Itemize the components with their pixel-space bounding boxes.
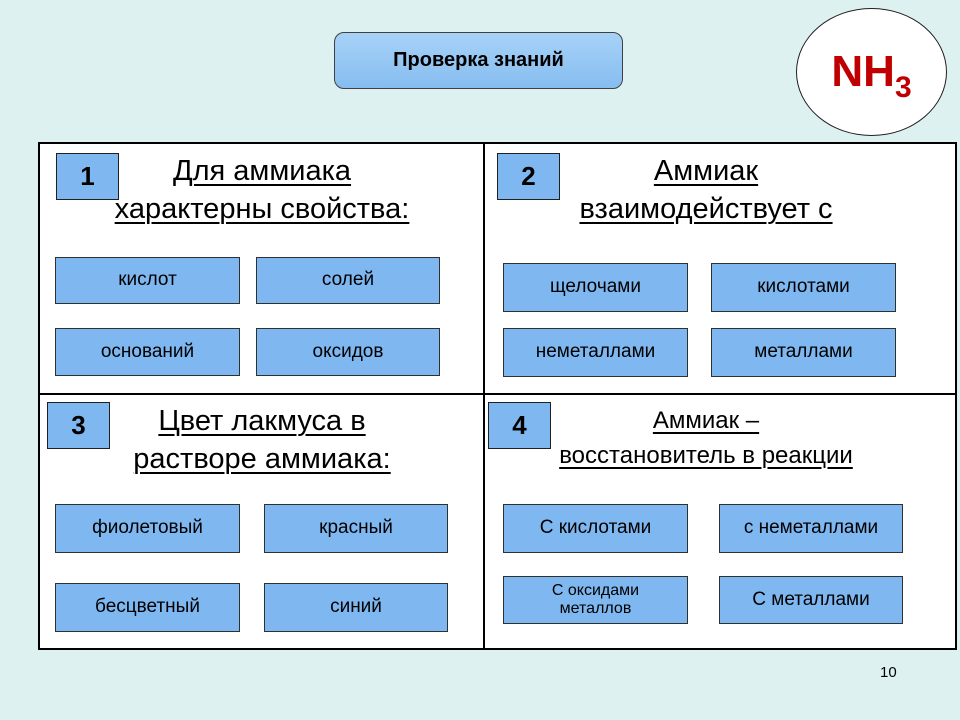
q2-option-alkalis[interactable]: щелочами bbox=[503, 263, 688, 312]
q3-option-blue[interactable]: синий bbox=[264, 583, 448, 632]
page-number: 10 bbox=[880, 664, 897, 681]
question-3-line1: Цвет лакмуса в bbox=[158, 405, 366, 437]
question-number-3: 3 bbox=[47, 402, 110, 449]
question-1-text: Для аммиака характерны свойства: bbox=[62, 152, 462, 229]
question-1-line2: характерны свойства: bbox=[114, 193, 410, 226]
q2-option-acids[interactable]: кислотами bbox=[711, 263, 896, 312]
q3-option-colorless[interactable]: бесцветный bbox=[55, 583, 240, 632]
quiz-grid bbox=[38, 142, 957, 650]
q4-option-metals[interactable]: С металлами bbox=[719, 576, 903, 624]
grid-divider-vertical bbox=[483, 142, 485, 650]
q2-option-metals[interactable]: металлами bbox=[711, 328, 896, 377]
q1-option-oxides[interactable]: оксидов bbox=[256, 328, 440, 376]
question-2-line2: взаимодействует с bbox=[579, 193, 833, 226]
question-1-line1: Для аммиака bbox=[172, 155, 352, 187]
question-4-text: Аммиак – восстановитель в реакции bbox=[506, 404, 906, 474]
q3-option-red[interactable]: красный bbox=[264, 504, 448, 553]
question-3-text: Цвет лакмуса в растворе аммиака: bbox=[62, 402, 462, 479]
question-4-line1: Аммиак – bbox=[652, 407, 760, 434]
question-number-1: 1 bbox=[56, 153, 119, 200]
q4-option-metal-oxides[interactable]: С оксидами металлов bbox=[503, 576, 688, 624]
question-2-text: Аммиак взаимодействует с bbox=[506, 152, 906, 229]
q1-option-bases[interactable]: оснований bbox=[55, 328, 240, 376]
q2-option-nonmetals[interactable]: неметаллами bbox=[503, 328, 688, 377]
question-2-line1: Аммиак bbox=[653, 155, 759, 187]
q3-option-violet[interactable]: фиолетовый bbox=[55, 504, 240, 553]
grid-divider-horizontal bbox=[38, 393, 957, 395]
question-number-4: 4 bbox=[488, 402, 551, 449]
formula-subscript: 3 bbox=[894, 71, 912, 104]
q4-option-nonmetals[interactable]: с неметаллами bbox=[719, 504, 903, 553]
formula-main: NH bbox=[831, 47, 895, 96]
question-3-line2: растворе аммиака: bbox=[133, 443, 391, 476]
title-button[interactable]: Проверка знаний bbox=[334, 32, 623, 89]
question-4-line2: восстановитель в реакции bbox=[559, 441, 853, 469]
question-number-2: 2 bbox=[497, 153, 560, 200]
q1-option-salts[interactable]: солей bbox=[256, 257, 440, 304]
q4-option-acids[interactable]: С кислотами bbox=[503, 504, 688, 553]
q1-option-acids[interactable]: кислот bbox=[55, 257, 240, 304]
